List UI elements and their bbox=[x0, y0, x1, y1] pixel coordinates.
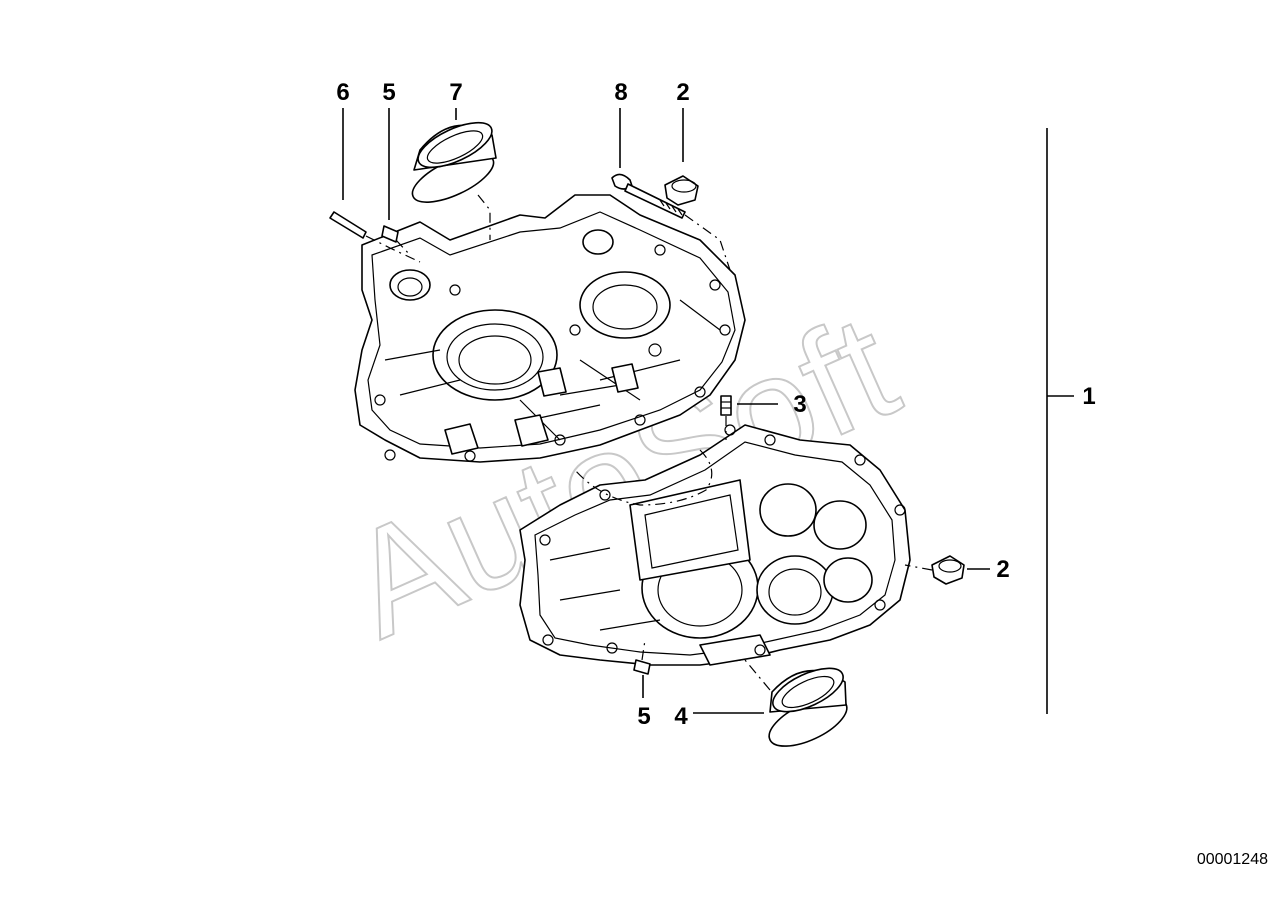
seal-ring-4 bbox=[768, 667, 848, 747]
callout-8: 8 bbox=[614, 79, 627, 106]
assembly-lines bbox=[365, 194, 933, 691]
assembly-line-5-top bbox=[395, 239, 411, 256]
callout-1: 1 bbox=[1082, 383, 1095, 410]
bolt-8 bbox=[611, 173, 686, 219]
callout-6: 6 bbox=[336, 79, 349, 106]
dowel-sleeve-5-top bbox=[381, 225, 399, 243]
seal-ring-7 bbox=[411, 121, 497, 203]
callout-7: 7 bbox=[449, 79, 462, 106]
assembly-line-5-bottom bbox=[641, 639, 646, 661]
callout-5-top: 5 bbox=[382, 79, 395, 106]
plug-2-right bbox=[931, 555, 965, 585]
plug-2-top bbox=[664, 175, 699, 206]
assembly-line-4 bbox=[744, 659, 771, 691]
lower-crankcase-half bbox=[519, 424, 911, 666]
dowel-pin-6 bbox=[329, 211, 367, 239]
callout-5-bottom: 5 bbox=[637, 703, 650, 730]
callout-2-top: 2 bbox=[676, 79, 689, 106]
document-number: 00001248 bbox=[1197, 851, 1268, 868]
callout-3: 3 bbox=[793, 391, 806, 418]
assembly-line-6 bbox=[365, 235, 421, 263]
assembly-line-2-right bbox=[904, 564, 933, 571]
assembly-line-7 bbox=[477, 194, 491, 240]
callout-4: 4 bbox=[674, 703, 688, 730]
dowel-sleeve-5-bottom bbox=[633, 659, 651, 675]
upper-crankcase-half bbox=[354, 194, 746, 463]
leader-lines bbox=[342, 108, 1074, 714]
callout-2-right: 2 bbox=[996, 556, 1009, 583]
callout-numbers: 6 5 7 8 2 3 1 2 5 4 bbox=[336, 79, 1095, 730]
assembly-line-case bbox=[574, 449, 713, 506]
stud-3 bbox=[720, 395, 732, 416]
